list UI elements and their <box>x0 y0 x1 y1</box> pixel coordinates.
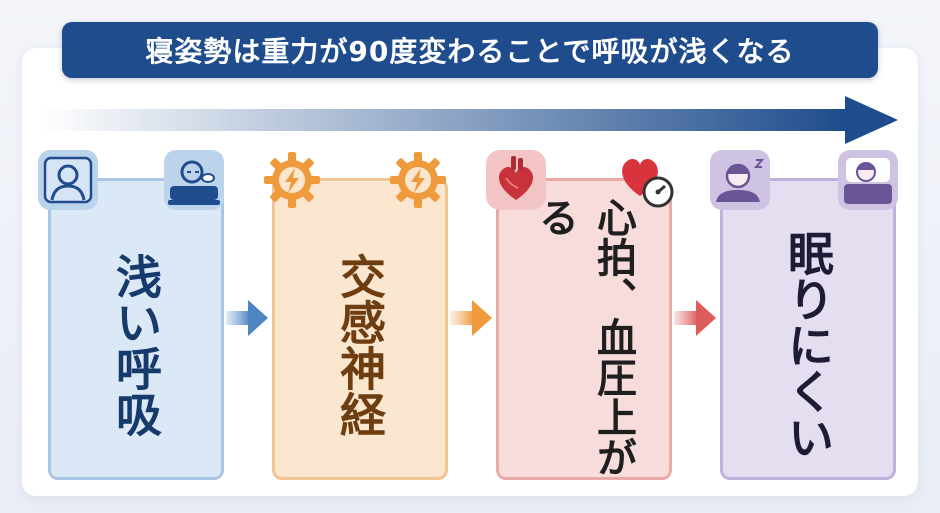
sleeping-person-icon <box>838 150 898 210</box>
heart-organ-icon <box>486 150 546 210</box>
step-label: 眠りにくい <box>781 230 835 460</box>
step-card-hard-to-sleep: 眠りにくい <box>720 178 896 480</box>
step-card-shallow-breathing: 浅い呼吸 <box>48 178 224 480</box>
connector-arrow-2 <box>450 300 492 336</box>
sleepless-person-icon <box>710 150 770 210</box>
title-banner: 寝姿勢は重力が90度変わることで呼吸が浅くなる <box>62 22 878 78</box>
gear-lightning-icon <box>390 152 446 208</box>
sleeping-person-icon <box>164 150 224 210</box>
connector-arrow-3 <box>674 300 716 336</box>
step-card-sympathetic-nerve: 交感神経 <box>272 178 448 480</box>
connector-arrow-1 <box>226 300 268 336</box>
heart-gauge-icon <box>622 158 674 208</box>
step-label: 交感神経 <box>333 253 387 437</box>
step-label: 心拍、血圧上がる <box>532 197 636 477</box>
step-label: 浅い呼吸 <box>109 253 163 437</box>
step-card-heart-rate-blood-pressure: 心拍、血圧上がる <box>496 178 672 480</box>
timeline-arrow <box>40 96 898 144</box>
diagram-title: 寝姿勢は重力が90度変わることで呼吸が浅くなる <box>145 35 795 68</box>
person-lying-icon <box>38 150 98 210</box>
gear-lightning-icon <box>264 152 320 208</box>
